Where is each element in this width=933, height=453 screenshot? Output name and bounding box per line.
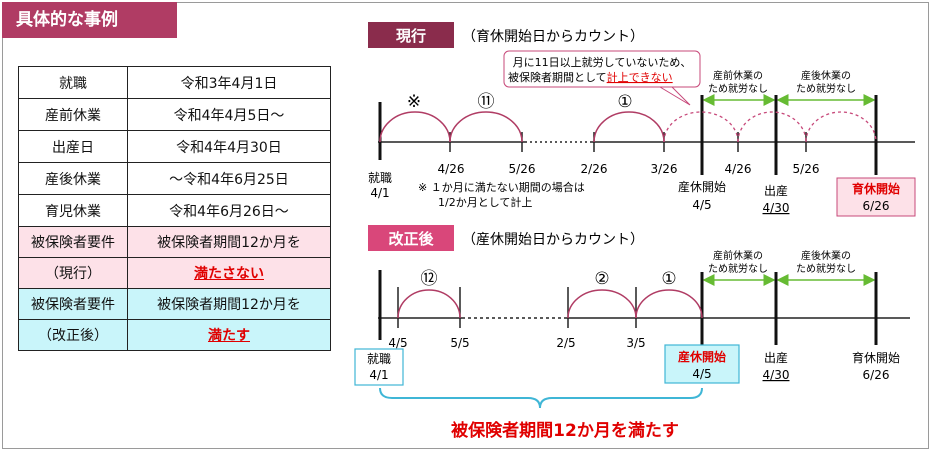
arc-label: ①	[617, 92, 632, 112]
revised-leave-start-date: 4/5	[692, 367, 711, 381]
row-label: 産前休業	[18, 98, 128, 131]
current-badge	[368, 22, 454, 48]
current-postnatal-label-2: ため就労なし	[796, 82, 856, 95]
arc	[635, 289, 703, 319]
arc-dashed	[737, 111, 807, 143]
callout-box	[503, 50, 701, 88]
revised-leave-start-box	[664, 344, 740, 384]
arc-label: ⑪	[478, 92, 495, 112]
arc	[449, 111, 523, 143]
row-label: 被保険者要件	[18, 226, 128, 258]
current-prenatal-label: 産前休業の	[713, 69, 763, 82]
table-row: 産後休業～令和4年6月25日	[18, 162, 331, 195]
arc	[397, 289, 461, 319]
tick-label: 3/5	[626, 336, 645, 350]
revised-conclusion: 被保険者期間12か月を満たす	[451, 420, 679, 441]
tick-label: 5/5	[450, 336, 469, 350]
revised-leave-start-label: 産休開始	[678, 349, 726, 364]
not-satisfied-text: 満たさない	[194, 266, 264, 282]
current-leave-start-label: 産休開始	[678, 179, 726, 194]
current-subtitle: （育休開始日からカウント）	[462, 29, 644, 45]
row-value-emphasis: 満たさない	[127, 257, 331, 289]
callout-line1: 月に11日以上就労していないため、	[513, 55, 692, 69]
table-row-requirement-new-2: （改正後）満たす	[18, 319, 331, 351]
revised-childcare-label: 育休開始	[852, 350, 900, 365]
revised-prenatal-label-2: ため就労なし	[708, 262, 768, 275]
current-note-line1: ※ １か月に満たない期間の場合は	[418, 180, 585, 194]
row-label: 被保険者要件	[18, 288, 128, 320]
arc-label: ⑫	[421, 269, 438, 289]
table-row-requirement-new: 被保険者要件被保険者期間12か月を	[18, 288, 331, 320]
revised-start-box	[354, 348, 404, 386]
row-value-emphasis: 満たす	[127, 319, 331, 351]
row-value: 令和4年4月5日～	[127, 98, 331, 131]
arc	[593, 111, 665, 143]
current-childcare-label: 育休開始	[852, 181, 900, 196]
tick-label: 2/5	[556, 336, 575, 350]
current-prenatal-label-2: ため就労なし	[708, 82, 768, 95]
current-childcare-date: 6/26	[863, 199, 890, 213]
current-note-line2: 1/2か月として計上	[438, 195, 532, 209]
row-label: 就職	[18, 66, 128, 99]
arc-dashed	[805, 111, 877, 143]
period-brace	[379, 387, 703, 409]
tick-label: 4/26	[725, 162, 752, 176]
arc-label: ②	[594, 269, 609, 289]
current-start-date: 4/1	[370, 186, 389, 200]
tick-label: 2/26	[581, 162, 608, 176]
callout-line2: 被保険者期間として計上できない	[508, 70, 673, 84]
revised-start-date: 4/1	[369, 368, 388, 382]
tick-label: 4/26	[438, 162, 465, 176]
table-row-requirement-current-2: （現行） 満たさない	[18, 257, 331, 289]
arc	[567, 289, 637, 319]
current-birth-date: 4/30	[763, 201, 790, 215]
table-row: 育児休業令和4年6月26日～	[18, 194, 331, 227]
revised-prenatal-label: 産前休業の	[713, 249, 763, 262]
row-label: 産後休業	[18, 162, 128, 195]
row-label: （現行）	[18, 257, 128, 289]
current-childcare-box	[836, 177, 916, 217]
revised-childcare-date: 6/26	[863, 368, 890, 382]
revised-subtitle: （産休開始日からカウント）	[462, 232, 644, 248]
revised-badge	[368, 225, 454, 251]
arc-label: ①	[661, 269, 676, 289]
current-badge-label: 現行	[396, 27, 426, 45]
callout-pointer	[658, 86, 691, 106]
table-row: 産前休業令和4年4月5日～	[18, 98, 331, 131]
tick-label: 5/26	[793, 162, 820, 176]
tick-label: 5/26	[509, 162, 536, 176]
table-row: 出産日令和4年4月30日	[18, 130, 331, 163]
case-table: 就職令和3年4月1日 産前休業令和4年4月5日～ 出産日令和4年4月30日 産後…	[18, 66, 331, 351]
current-postnatal-label: 産後休業の	[801, 69, 851, 82]
revised-postnatal-label-2: ため就労なし	[796, 262, 856, 275]
row-value: ～令和4年6月25日	[127, 162, 331, 195]
table-row-requirement-current: 被保険者要件被保険者期間12か月を	[18, 226, 331, 258]
row-value: 令和4年4月30日	[127, 130, 331, 163]
row-value: 被保険者期間12か月を	[127, 226, 331, 258]
arc	[379, 111, 451, 143]
arc-label: ※	[407, 92, 421, 112]
current-birth-label: 出産	[764, 183, 788, 198]
row-value: 令和4年6月26日～	[127, 194, 331, 227]
revised-birth-date: 4/30	[763, 368, 790, 382]
page-title: 具体的な事例	[2, 2, 177, 38]
revised-postnatal-label: 産後休業の	[801, 249, 851, 262]
revised-start-label: 就職	[367, 352, 391, 366]
current-leave-start-date: 4/5	[692, 198, 711, 212]
revised-birth-label: 出産	[764, 350, 788, 365]
arc-dashed	[663, 111, 739, 143]
satisfied-text: 満たす	[208, 328, 250, 344]
row-value: 被保険者期間12か月を	[127, 288, 331, 320]
row-label: 育児休業	[18, 194, 128, 227]
tick-label: 3/26	[651, 162, 678, 176]
revised-badge-label: 改正後	[388, 230, 434, 248]
tick-label: 4/5	[388, 336, 407, 350]
current-start-label: 就職	[368, 171, 392, 185]
